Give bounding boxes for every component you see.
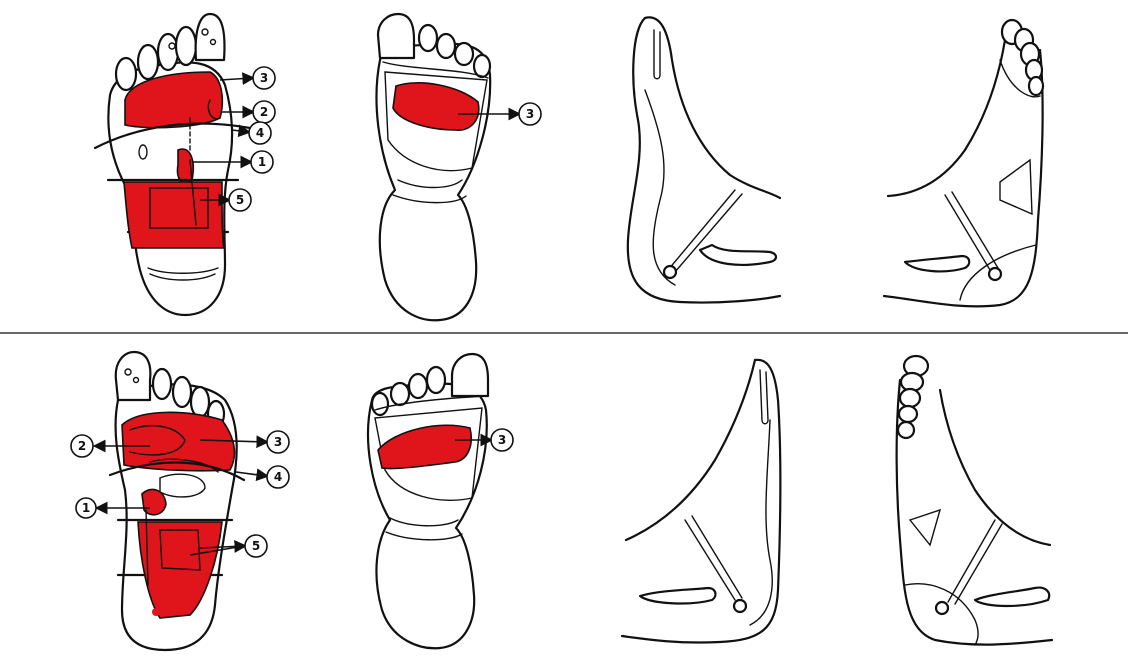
marker-4-bottom-left: 4 [236,466,289,488]
marker-label: 2 [78,439,86,453]
marker-label: 3 [526,107,534,121]
marker-label: 5 [236,193,244,207]
marker-label: 4 [256,126,264,140]
top-left-sole: 3 2 4 1 5 [95,14,275,315]
marker-label: 3 [274,435,282,449]
top-lateral-view [884,20,1043,306]
top-medial-view [628,17,780,302]
marker-label: 3 [260,71,268,85]
marker-label: 1 [82,501,90,515]
bottom-medial-view [622,360,780,643]
marker-label: 5 [252,539,260,553]
bottom-lateral-view [897,356,1052,645]
top-second-sole: 3 [376,14,541,320]
marker-label: 2 [260,105,268,119]
bottom-left-sole: 2 3 4 1 5 [71,352,289,650]
marker-label: 3 [498,433,506,447]
marker-label: 1 [258,155,266,169]
zone-5-arch [124,182,224,248]
bottom-second-sole: 3 [368,354,513,648]
marker-label: 4 [274,470,282,484]
marker-3-top-left: 3 [220,67,275,89]
